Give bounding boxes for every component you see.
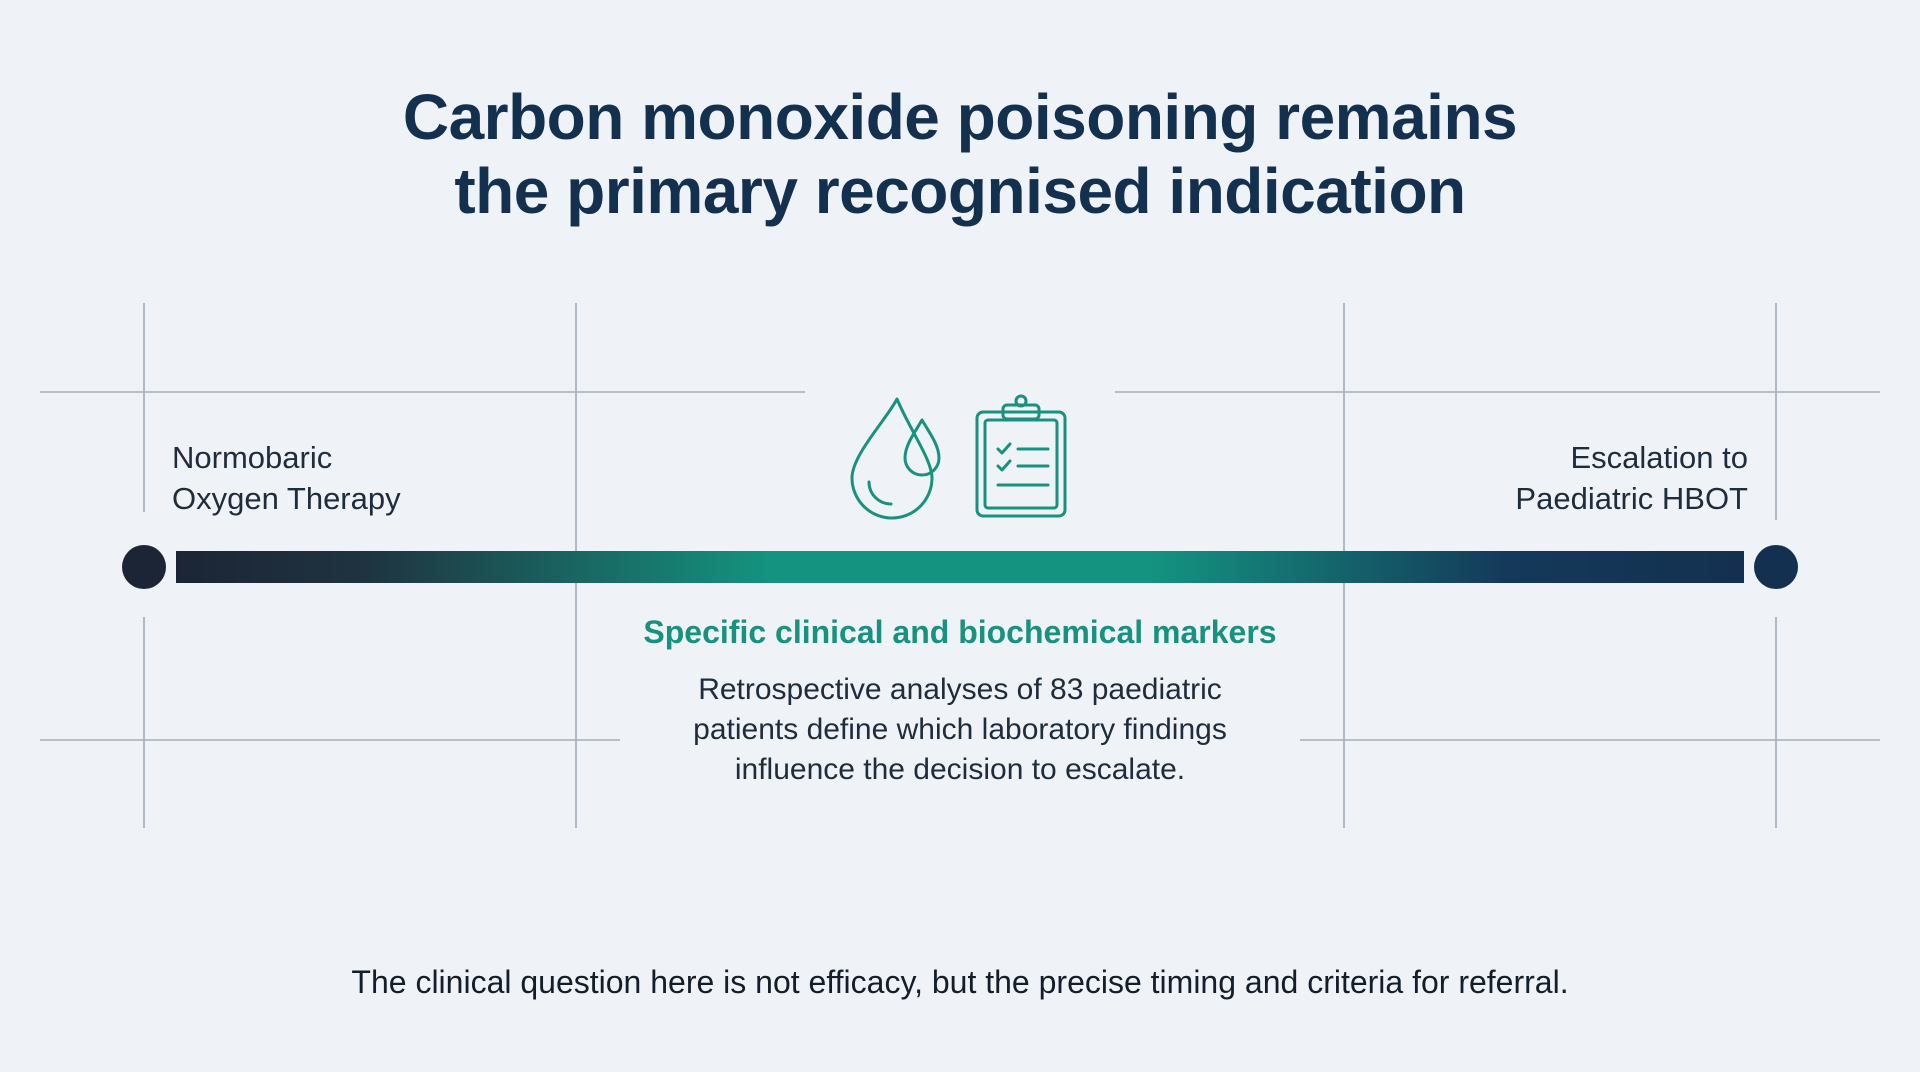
markers-heading: Specific clinical and biochemical marker… [643,614,1277,650]
start-node [122,545,166,589]
page-title: Carbon monoxide poisoning remains the pr… [0,80,1920,228]
start-label-line-1: Normobaric [172,440,333,475]
markers-line-1: Retrospective analyses of 83 paediatric [698,673,1222,706]
clipboard-checklist-icon [975,394,1067,518]
title-line-1: Carbon monoxide poisoning remains [402,81,1518,153]
end-label-line-1: Escalation to [1570,440,1749,475]
markers-line-2: patients define which laboratory finding… [693,713,1227,746]
end-label-line-2: Paediatric HBOT [1515,481,1748,516]
timeline-bar [176,551,1744,583]
start-label: Normobaric Oxygen Therapy [172,437,401,519]
start-label-line-2: Oxygen Therapy [172,481,401,516]
title-line-2: the primary recognised indication [454,155,1466,227]
droplets-icon [850,397,941,520]
end-label: Escalation to Paediatric HBOT [1515,437,1748,519]
footer-note: The clinical question here is not effica… [351,964,1569,1000]
markers-line-3: influence the decision to escalate. [734,753,1186,786]
end-node [1754,545,1798,589]
markers-description: Retrospective analyses of 83 paediatric … [560,670,1360,790]
